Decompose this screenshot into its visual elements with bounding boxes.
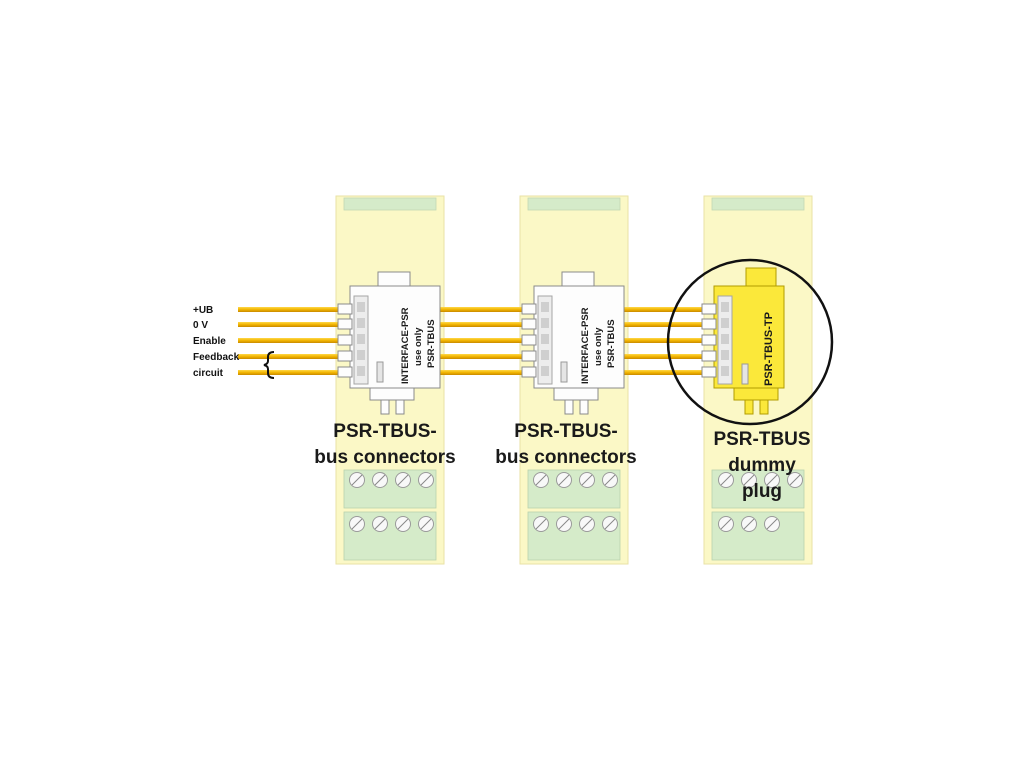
signal-labels: +UB 0 V Enable Feedback circuit xyxy=(193,305,275,379)
caption-line-2: dummy xyxy=(728,455,796,476)
feedback-brace xyxy=(263,351,275,379)
connector-text-line-1: INTERFACE-PSR xyxy=(580,307,591,384)
tbus-connector-2: INTERFACE-PSR use only PSR-TBUS xyxy=(521,271,625,415)
terminal-block-lower xyxy=(527,511,621,561)
connector-text-line-2: use only xyxy=(593,327,604,366)
signal-label-0v: 0 V xyxy=(193,320,208,331)
tbus-connector-1: INTERFACE-PSR use only PSR-TBUS xyxy=(337,271,441,415)
highlight-circle xyxy=(666,258,834,426)
connector-text-line-2: use only xyxy=(413,327,424,366)
signal-label-circuit: circuit xyxy=(193,368,224,379)
terminal-block-upper xyxy=(343,469,437,509)
connector-text-line-3: PSR-TBUS xyxy=(606,319,617,368)
terminal-block-upper xyxy=(711,469,805,509)
tbus-dummy-plug: PSR-TBUS-TP xyxy=(701,267,785,415)
caption-line-2: bus connectors xyxy=(314,447,455,468)
terminal-block-upper xyxy=(527,469,621,509)
connector-text-line-3: PSR-TBUS xyxy=(426,319,437,368)
bus-wires xyxy=(238,307,722,375)
connector-text-line-1: INTERFACE-PSR xyxy=(400,307,411,384)
caption-line-1: PSR-TBUS xyxy=(713,429,810,450)
caption-dummy-plug: PSR-TBUS dummy plug xyxy=(713,429,810,502)
dummy-plug-text: PSR-TBUS-TP xyxy=(763,312,775,386)
caption-connector-2: PSR-TBUS- bus connectors xyxy=(495,421,636,468)
signal-label-ub: +UB xyxy=(193,305,213,316)
signal-label-enable: Enable xyxy=(193,336,226,347)
caption-line-2: bus connectors xyxy=(495,447,636,468)
caption-line-3: plug xyxy=(742,481,782,502)
terminal-block-lower xyxy=(343,511,437,561)
caption-line-1: PSR-TBUS- xyxy=(333,421,436,442)
caption-line-1: PSR-TBUS- xyxy=(514,421,617,442)
caption-connector-1: PSR-TBUS- bus connectors xyxy=(314,421,455,468)
signal-label-feedback: Feedback xyxy=(193,352,240,363)
terminal-block-lower xyxy=(711,511,805,561)
